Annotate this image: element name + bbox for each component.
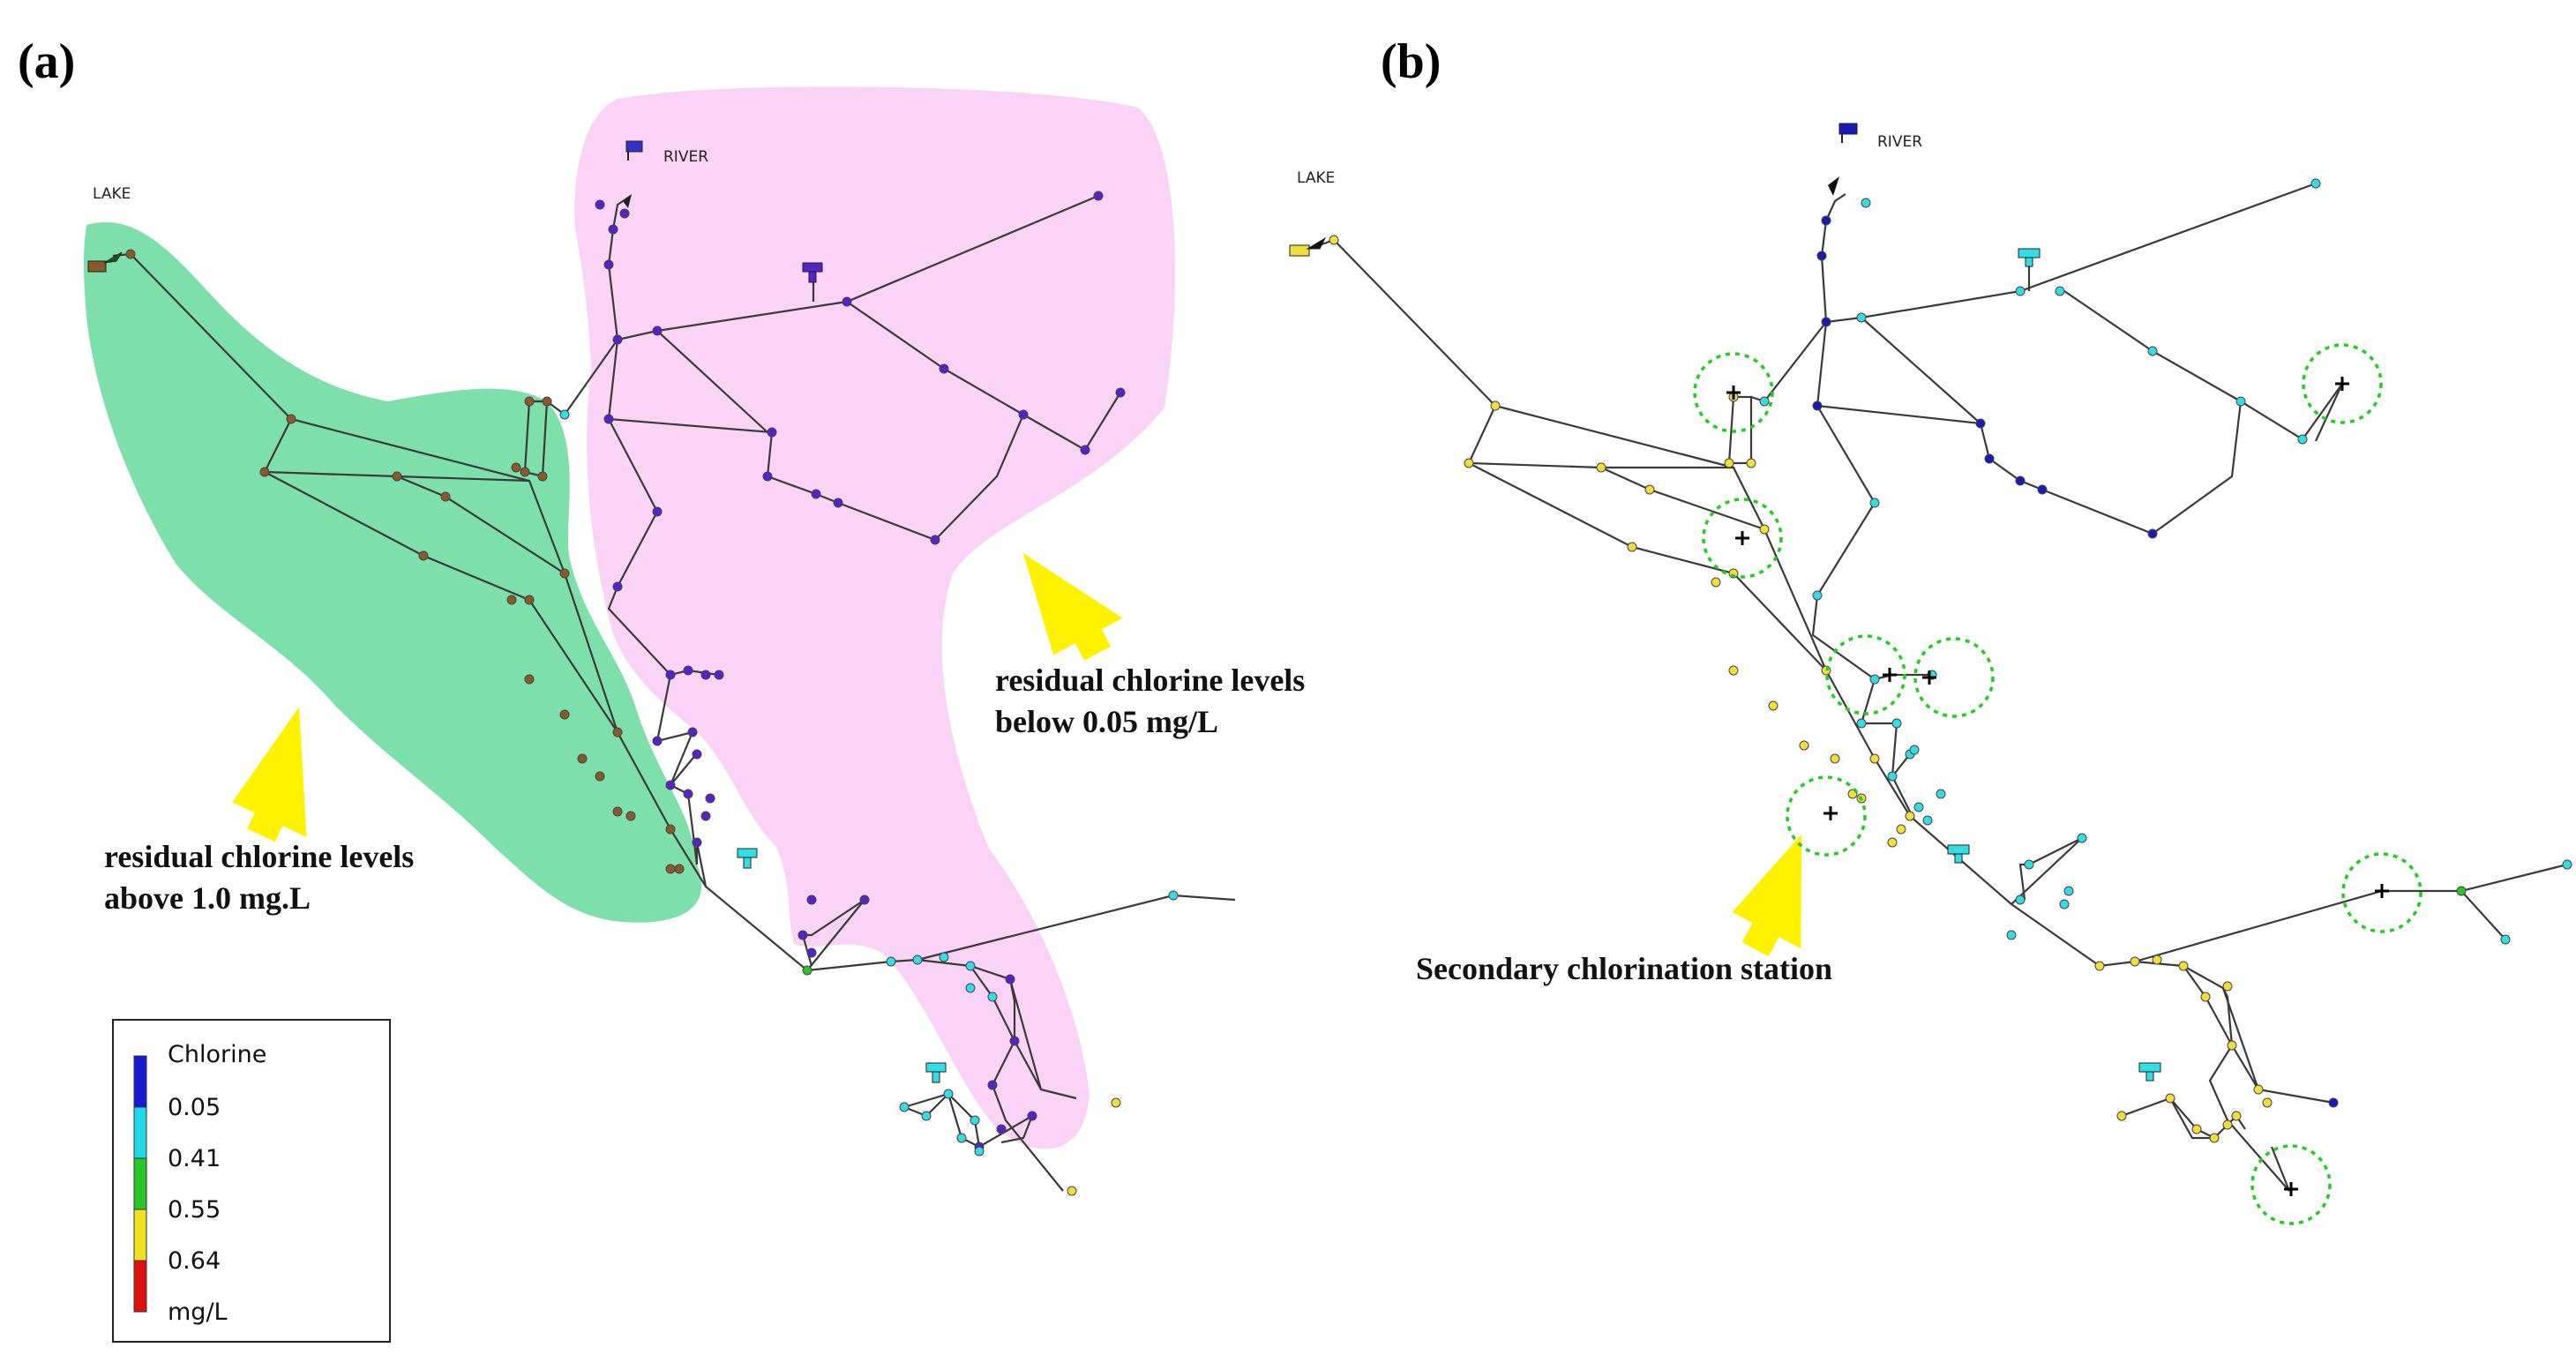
legend-threshold-4: 0.64	[168, 1247, 221, 1275]
callout-high-line1: residual chlorine levels	[104, 839, 414, 874]
junctions-low-a	[595, 191, 1126, 1152]
arrow-low-zone-icon	[1022, 553, 1123, 661]
station-4	[1825, 634, 1906, 715]
river-reservoir-icon-a	[623, 140, 643, 208]
legend-threshold-2: 0.41	[168, 1145, 221, 1172]
legend-title: Chlorine	[168, 1041, 266, 1068]
legend-threshold-3: 0.55	[168, 1196, 221, 1224]
legend-unit: mg/L	[168, 1299, 228, 1326]
junction-green-b	[2456, 886, 2467, 896]
legend-swatch-green	[133, 1157, 147, 1210]
pipe-network-b	[1314, 182, 2568, 1192]
legend-swatch-yellow	[133, 1209, 147, 1261]
tank-icon-south-a	[925, 1062, 947, 1083]
river-label-b: RIVER	[1877, 133, 1922, 151]
lake-reservoir-icon-b	[1289, 236, 1327, 257]
river-label-a: RIVER	[663, 148, 708, 166]
arrow-high-zone-icon	[232, 707, 307, 842]
low-chlorine-zone	[574, 86, 1176, 1149]
station-7	[2341, 852, 2422, 933]
callout-low-line2: below 0.05 mg/L	[995, 704, 1218, 739]
legend-swatch-red	[133, 1260, 147, 1313]
tank-icon-mid-a	[737, 848, 758, 869]
junction-green-a	[802, 965, 812, 976]
station-1	[1693, 352, 1774, 433]
callout-station: Secondary chlorination station	[1416, 951, 1832, 986]
junctions-high-a	[125, 249, 685, 874]
callout-low-line1: residual chlorine levels	[995, 663, 1305, 698]
tank-icon-north-a	[802, 262, 823, 283]
legend-swatch-cyan	[133, 1106, 147, 1159]
junctions-cyan-a	[559, 409, 1179, 1157]
panel-b: (b) LAKE RIVER Secondary chlorination st…	[1289, 34, 2572, 1225]
panel-b-label: (b)	[1381, 34, 1441, 89]
chlorine-legend: Chlorine 0.05 0.41 0.55 0.64 mg/L	[112, 1019, 391, 1343]
legend-swatch-blue	[133, 1055, 147, 1108]
station-3	[2302, 343, 2383, 424]
chlorination-stations	[1693, 343, 2422, 1225]
junctions-yellow-a	[1067, 1097, 1121, 1196]
tank-icon-mid-b	[1947, 844, 1970, 864]
junctions-cyan-b	[1759, 178, 2572, 945]
station-2	[1702, 498, 1783, 579]
panel-a: (a) residual chlorine levels above 1.0 m…	[18, 34, 1305, 1343]
callout-high-line2: above 1.0 mg.L	[104, 880, 311, 916]
station-6	[1786, 775, 1867, 857]
lake-label-b: LAKE	[1297, 169, 1335, 187]
arrow-station-icon	[1732, 834, 1802, 957]
station-5	[1913, 637, 1995, 718]
lake-label-a: LAKE	[93, 185, 131, 203]
high-chlorine-zone	[83, 221, 702, 923]
legend-threshold-1: 0.05	[168, 1094, 221, 1121]
lake-reservoir-icon-a	[87, 251, 123, 273]
tank-icon-north-b	[2018, 248, 2041, 267]
junctions-yellow-b	[1329, 235, 2273, 1143]
tank-icon-south-b	[2138, 1062, 2161, 1082]
panel-a-label: (a)	[18, 34, 75, 89]
river-reservoir-icon-b	[1828, 123, 1858, 196]
station-8	[2250, 1144, 2332, 1225]
junctions-blue-b	[1812, 215, 2339, 1108]
